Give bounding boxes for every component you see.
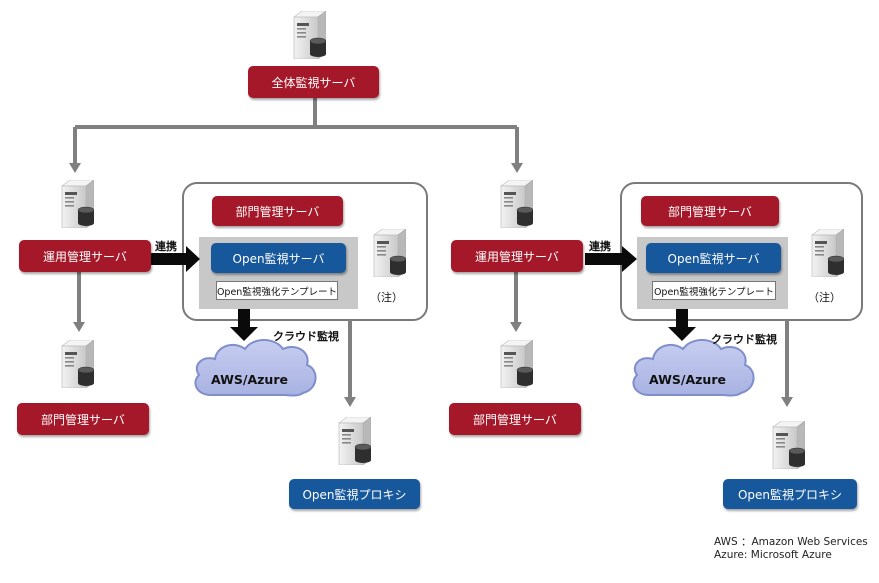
left-dept-server-box[interactable]: 部門管理サーバ [212, 196, 343, 226]
left-link-label: 連携 [155, 240, 177, 253]
left-cloud-icon [194, 339, 317, 397]
top-connectors [73, 98, 789, 398]
left-note-server-icon [373, 229, 406, 277]
right-open-monitor-proxy[interactable]: Open監視プロキシ [723, 479, 857, 509]
left-note-mark: （注） [370, 291, 403, 304]
right-dept-server-box[interactable]: 部門管理サーバ [641, 196, 779, 226]
connector-arrowheads [69, 163, 793, 407]
right-link-label: 連携 [589, 240, 611, 253]
right-template-label: Open監視強化テンプレート [652, 281, 776, 300]
left-proxy-server-icon [338, 417, 371, 465]
left-cloud-label: AWS/Azure [211, 372, 288, 387]
left-open-monitor-proxy[interactable]: Open監視プロキシ [289, 479, 420, 509]
legend-azure: Azure: Microsoft Azure [714, 549, 832, 561]
left-ops-server[interactable]: 運用管理サーバ [19, 240, 151, 272]
right-cloud-icon [632, 339, 755, 397]
left-template-label: Open監視強化テンプレート [216, 281, 338, 300]
top-monitoring-server[interactable]: 全体監視サーバ [248, 66, 379, 98]
left-dept-server-outer[interactable]: 部門管理サーバ [17, 403, 149, 435]
right-dept-server-icon [500, 340, 533, 388]
right-link-arrow-icon [585, 246, 637, 272]
right-cloud-label: AWS/Azure [649, 372, 726, 387]
left-dept-server-icon [61, 340, 94, 388]
right-note-server-icon [811, 229, 844, 277]
right-open-monitor-server[interactable]: Open監視サーバ [646, 243, 781, 273]
right-cloud-arrow-icon [668, 309, 696, 341]
right-note-mark: （注） [808, 291, 841, 304]
right-proxy-server-icon [772, 421, 805, 469]
right-dept-server-outer[interactable]: 部門管理サーバ [449, 403, 581, 435]
legend-aws: AWS ：Amazon Web Services [714, 536, 868, 548]
left-open-monitor-server[interactable]: Open監視サーバ [211, 243, 346, 273]
left-cloud-monitor-label: クラウド監視 [273, 330, 339, 343]
left-cloud-arrow-icon [230, 309, 258, 341]
left-ops-server-icon [61, 180, 94, 228]
right-cloud-monitor-label: クラウド監視 [711, 333, 777, 346]
top-server-icon [293, 11, 326, 59]
left-link-arrow-icon [151, 246, 200, 272]
right-ops-server[interactable]: 運用管理サーバ [451, 240, 583, 272]
right-ops-server-icon [500, 180, 533, 228]
